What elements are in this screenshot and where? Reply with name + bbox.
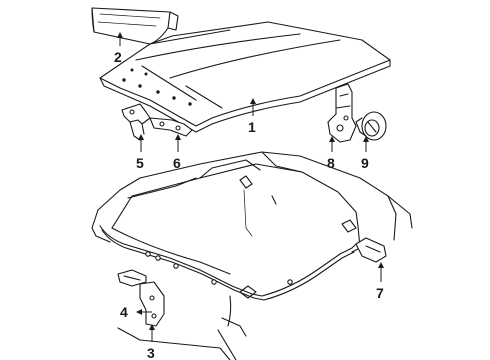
part-4-release-handle bbox=[117, 269, 147, 287]
callout-7: 7 bbox=[376, 285, 384, 301]
engine-compartment bbox=[91, 151, 413, 275]
callout-4: 4 bbox=[120, 304, 128, 320]
callout-2: 2 bbox=[114, 49, 122, 65]
callout-8: 8 bbox=[327, 155, 335, 171]
part-8-latch bbox=[327, 83, 357, 143]
part-5-hinge bbox=[121, 103, 151, 141]
callout-3: 3 bbox=[147, 345, 155, 360]
part-7-cable-end bbox=[351, 237, 387, 263]
callout-1: 1 bbox=[248, 119, 256, 135]
part-2-hood-pad bbox=[91, 7, 179, 45]
part-3-bracket bbox=[139, 281, 165, 327]
callout-arrows bbox=[117, 32, 384, 342]
callout-labels: 2 1 5 6 8 9 7 4 3 bbox=[114, 49, 384, 360]
part-9-striker bbox=[355, 111, 387, 141]
part-6-hinge bbox=[149, 117, 193, 137]
callout-5: 5 bbox=[136, 155, 144, 171]
part-1-hood bbox=[99, 21, 391, 133]
callout-9: 9 bbox=[361, 155, 369, 171]
lower-body bbox=[117, 295, 247, 360]
release-cable bbox=[99, 225, 355, 301]
callout-6: 6 bbox=[173, 155, 181, 171]
